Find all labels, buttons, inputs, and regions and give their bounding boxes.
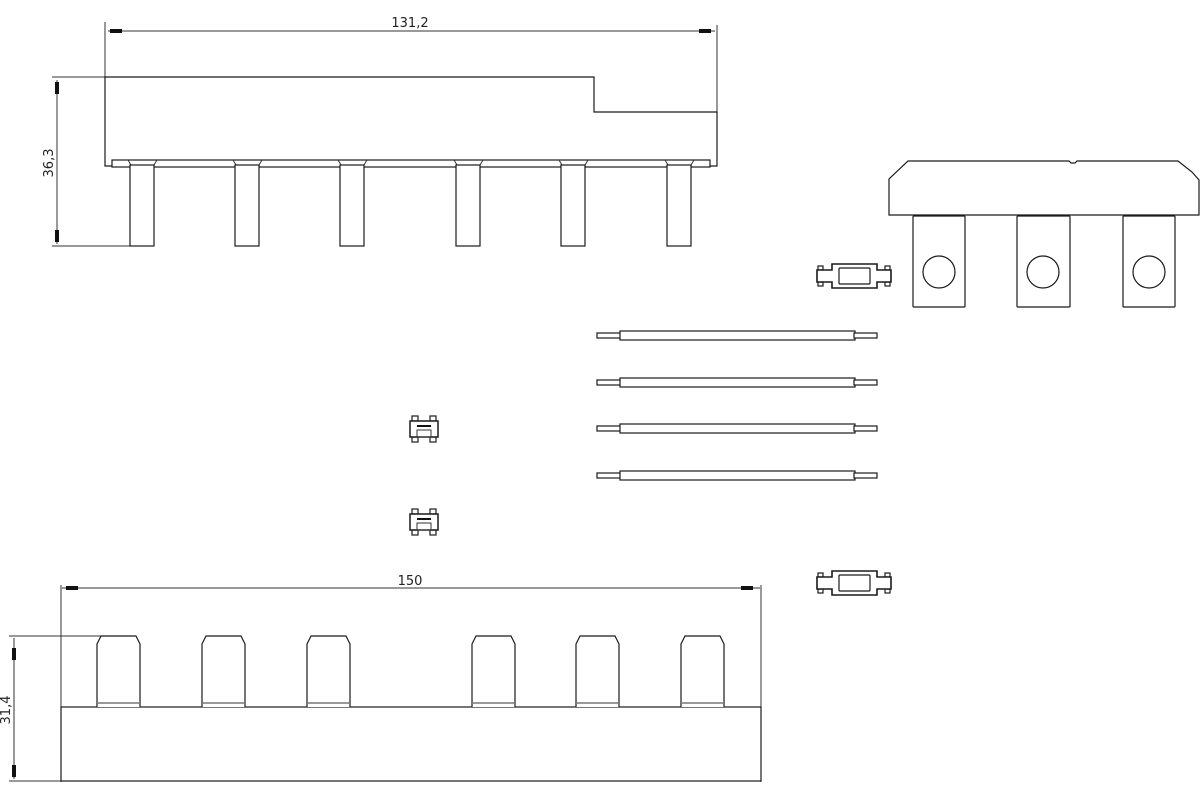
large-clip — [816, 263, 892, 289]
clip-body — [816, 263, 892, 289]
clip-body — [816, 570, 892, 596]
height-dimension-label: 36,3 — [42, 149, 57, 178]
wire-sleeve — [619, 470, 856, 481]
wire-end-right — [853, 472, 878, 479]
lug-hole — [922, 255, 956, 289]
small-clip — [409, 508, 439, 536]
width-dimension-label: 150 — [398, 574, 423, 589]
pin — [455, 164, 481, 247]
height-dimension-label: 31,4 — [0, 696, 14, 725]
bottom-view-busbar: 150 31,4 — [0, 574, 762, 782]
dim-arrow-right-icon — [699, 29, 711, 33]
tab — [201, 635, 246, 707]
pin — [560, 164, 586, 247]
pin — [666, 164, 692, 247]
clip-window — [838, 574, 871, 592]
wire-end-left — [596, 332, 622, 339]
tab — [96, 635, 141, 707]
lug — [1016, 215, 1071, 308]
clip-bar — [417, 425, 431, 427]
large-clip — [816, 570, 892, 596]
terminal-body — [888, 160, 1200, 216]
lug — [1122, 215, 1176, 308]
pin — [234, 164, 260, 247]
dim-arrow-left-icon — [110, 29, 122, 33]
busbar-base-strip — [111, 159, 711, 168]
wire-end-left — [596, 472, 622, 479]
pin — [339, 164, 365, 247]
tab-group — [96, 635, 725, 707]
lug-hole — [1026, 255, 1060, 289]
dim-arrow-down-icon — [55, 230, 59, 242]
wire — [596, 470, 878, 481]
busbar-base — [60, 706, 762, 782]
dim-arrow-down-icon — [12, 765, 16, 777]
wire-end-left — [596, 425, 622, 432]
wire-sleeve — [619, 377, 856, 388]
tab — [575, 635, 620, 707]
dim-arrow-up-icon — [12, 648, 16, 660]
dim-arrow-right-icon — [741, 586, 753, 590]
lug — [912, 215, 966, 308]
clip-body — [409, 513, 439, 531]
clip-slot — [416, 522, 432, 531]
clip-window — [838, 267, 871, 285]
side-view-terminal — [888, 160, 1200, 308]
wire-end-right — [853, 379, 878, 386]
pin-group — [127, 159, 695, 247]
wire-end-left — [596, 379, 622, 386]
wire — [596, 377, 878, 388]
clip-bar — [417, 518, 431, 520]
wire — [596, 330, 878, 341]
top-view-busbar: 131,2 36,3 — [42, 16, 718, 247]
wire-end-right — [853, 425, 878, 432]
lug-hole — [1132, 255, 1166, 289]
dim-arrow-left-icon — [66, 586, 78, 590]
wire-end-right — [853, 332, 878, 339]
tab — [680, 635, 725, 707]
clip-body — [409, 420, 439, 438]
small-clip — [409, 415, 439, 443]
tab — [306, 635, 351, 707]
wire-sleeve — [619, 330, 856, 341]
clip-slot — [416, 429, 432, 438]
tab — [471, 635, 516, 707]
pin — [129, 164, 155, 247]
wire-sleeve — [619, 423, 856, 434]
width-dimension-label: 131,2 — [391, 16, 428, 31]
dim-arrow-up-icon — [55, 82, 59, 94]
busbar-body — [104, 76, 718, 167]
wire — [596, 423, 878, 434]
